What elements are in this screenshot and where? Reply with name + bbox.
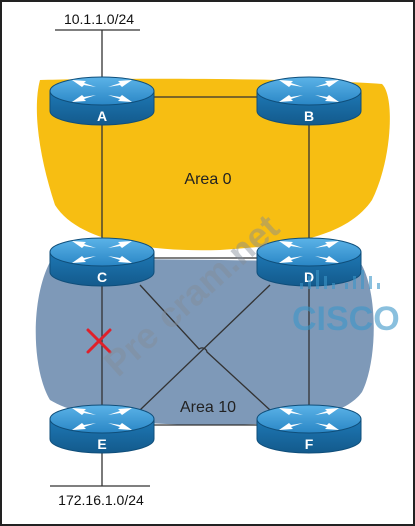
router-b-label: B (304, 108, 314, 124)
network-bottom-label: 172.16.1.0/24 (58, 492, 144, 508)
router-f-label: F (305, 436, 314, 452)
area0-label: Area 0 (184, 171, 231, 188)
router-c[interactable]: C (49, 237, 155, 287)
router-a-label: A (97, 108, 107, 124)
router-c-label: C (97, 269, 107, 285)
router-e-label: E (97, 436, 106, 452)
router-f[interactable]: F (256, 404, 362, 454)
router-e[interactable]: E (49, 404, 155, 454)
area10-region (35, 259, 374, 425)
network-top-label: 10.1.1.0/24 (64, 11, 134, 27)
router-b[interactable]: B (256, 76, 362, 126)
link-d-e (139, 284, 271, 411)
cisco-logo-watermark: CISCO (292, 270, 400, 338)
router-a[interactable]: A (49, 76, 155, 126)
area10-label: Area 10 (180, 399, 236, 416)
failed-link-x-icon (86, 328, 112, 354)
cisco-brand-text: CISCO (292, 300, 400, 338)
